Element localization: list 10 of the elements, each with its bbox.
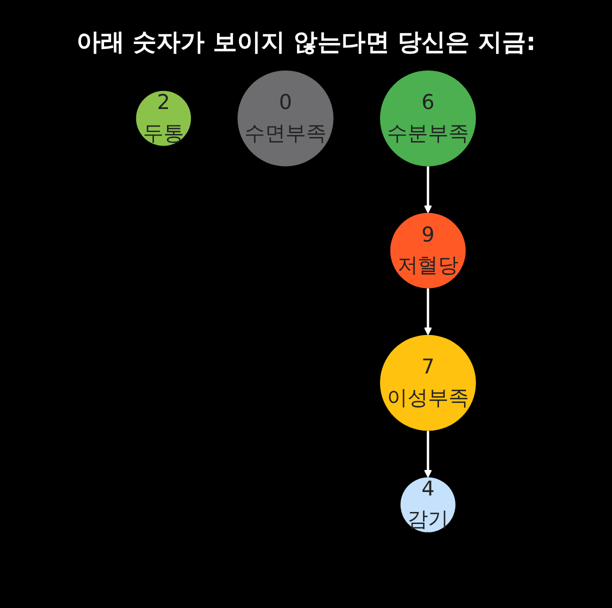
node-circle: 6 수분부족 bbox=[380, 70, 476, 166]
node-circle: 7 이성부족 bbox=[380, 334, 476, 431]
node-circle: 2 두통 bbox=[136, 90, 191, 146]
arrow bbox=[424, 430, 432, 478]
title: 아래 숫자가 보이지 않는다면 당신은 지금: bbox=[75, 28, 537, 57]
arrow bbox=[424, 288, 432, 336]
node-circle: 9 저혈당 bbox=[390, 212, 466, 288]
node-circle: 4 감기 bbox=[400, 477, 456, 532]
node-circle: 0 수면부족 bbox=[238, 70, 334, 166]
arrow bbox=[424, 166, 432, 214]
